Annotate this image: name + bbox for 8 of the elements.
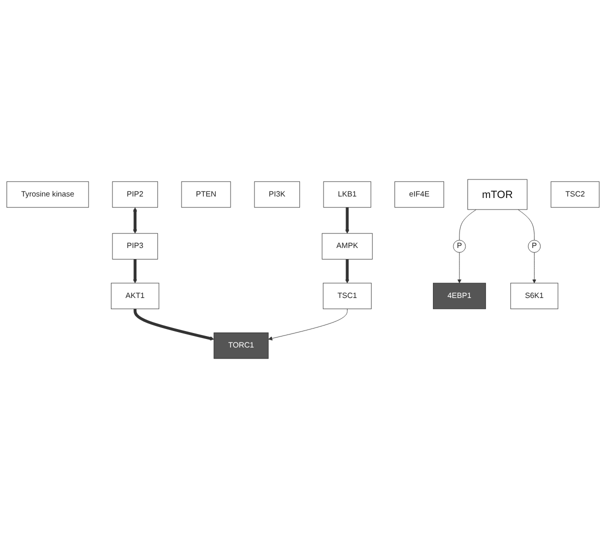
arrow — [344, 207, 349, 234]
arrow — [132, 259, 137, 284]
node-box: mTOR — [466, 179, 527, 210]
connector — [517, 209, 534, 240]
arrow — [344, 259, 349, 284]
arrow — [133, 308, 214, 340]
arrow — [132, 207, 137, 234]
connector — [458, 209, 476, 240]
